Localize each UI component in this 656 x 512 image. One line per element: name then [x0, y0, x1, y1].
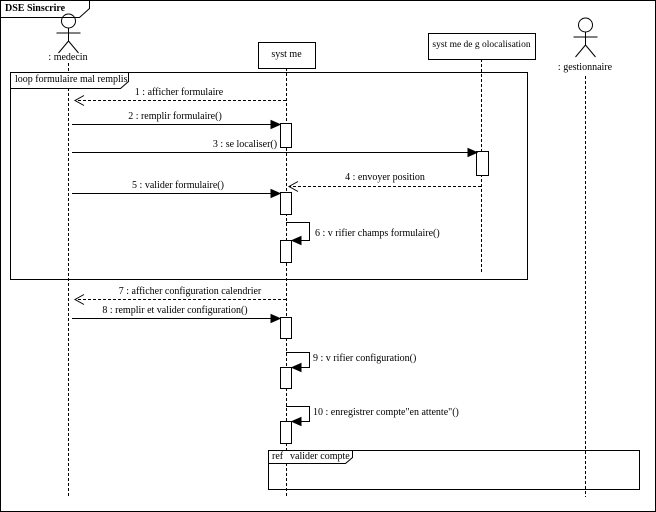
arrow-message-9: [286, 352, 310, 373]
activation-systeme-4: [280, 317, 292, 339]
message-3-label: 3 : se localiser(): [212, 139, 278, 150]
message-6-label: 6 : v rifier champs formulaire(): [315, 228, 440, 239]
arrow-message-10: [286, 406, 310, 427]
frame-title-pentagon: [0, 0, 90, 18]
object-systeme-label: syst me: [271, 49, 302, 60]
arrow-message-2: [72, 119, 282, 130]
arrow-message-8: [72, 313, 282, 324]
ref-fragment-pentagon: [268, 450, 353, 464]
arrow-message-4: [287, 181, 481, 192]
message-9-label: 9 : v rifier configuration(): [313, 353, 417, 364]
loop-fragment-pentagon: [10, 72, 129, 89]
frame-title: DSE Sinscrire: [5, 3, 66, 14]
message-5-label: 5 : valider formulaire(): [132, 180, 224, 191]
object-box-systeme: [258, 42, 316, 69]
actor-gestionnaire-label: : gestionnaire: [557, 62, 613, 73]
object-box-geolocalisation: [428, 33, 536, 60]
actor-medecin-label: : medecin: [48, 52, 88, 63]
message-10-label: 10 : enregistrer compte"en attente"(): [313, 407, 459, 418]
ref-fragment-name: valider compte: [290, 451, 350, 462]
actor-medecin-figure: [56, 13, 81, 54]
arrow-message-6: [286, 222, 310, 246]
message-7-label: 7 : afficher configuration calendrier: [118, 286, 262, 297]
activation-systeme-2: [280, 192, 292, 215]
activation-geoloc: [476, 151, 489, 176]
activation-systeme-1: [280, 123, 292, 148]
arrow-message-1: [73, 95, 286, 106]
arrow-message-3: [72, 147, 479, 158]
message-8-label: 8 : remplir et valider configuration(): [102, 305, 248, 316]
loop-fragment-border: [10, 72, 528, 280]
arrow-message-7: [73, 294, 286, 305]
ref-fragment-keyword: ref: [272, 451, 284, 462]
message-4-label: 4 : envoyer position: [345, 172, 425, 183]
arrow-message-5: [72, 188, 282, 199]
ref-fragment-border: [268, 450, 640, 490]
activation-systeme-6: [280, 421, 292, 444]
message-1-label: 1 : afficher formulaire: [134, 87, 224, 98]
message-2-label: 2 : remplir formulaire(): [128, 111, 222, 122]
object-geolocalisation-label: syst me de g olocalisation: [432, 40, 531, 50]
activation-systeme-5: [280, 367, 292, 389]
activation-bars: [280, 123, 489, 444]
activation-systeme-3: [280, 240, 292, 263]
loop-fragment-label: loop formulaire mal remplis: [15, 74, 128, 85]
actor-gestionnaire-figure: [573, 17, 598, 58]
